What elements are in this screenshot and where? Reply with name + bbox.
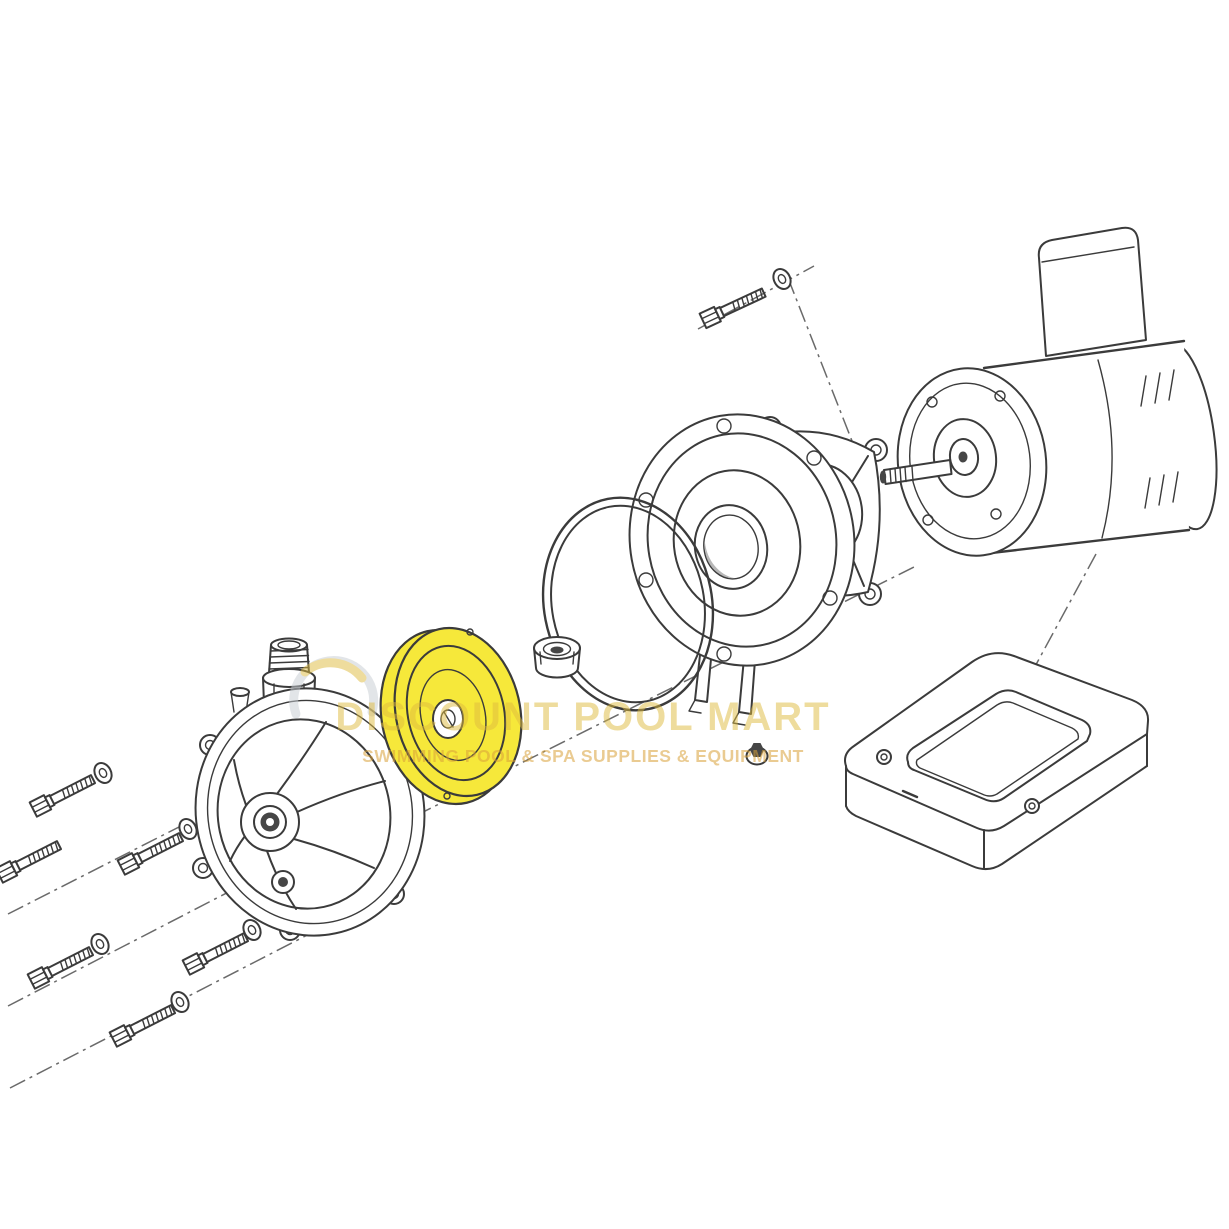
motor-face-bolts [922,390,1006,526]
flange-bolt-holes [638,418,838,662]
housing-ribs [229,721,386,910]
bracket-fasteners [698,264,795,766]
electric-motor [879,226,1218,557]
hex-bolt [26,942,96,990]
hex-bolt [181,928,251,976]
center-line [1031,553,1097,673]
flat-washer [167,987,193,1017]
center-line [7,799,233,915]
flat-washer [769,264,795,294]
hex-bolt [108,1000,178,1048]
highlighted-part-disc [379,626,523,806]
watermark: DISCOUNT POOL MART SWIMMING POOL & SPA S… [289,656,830,766]
shaft-seal [533,636,581,679]
housing-drain-plug [271,870,295,894]
hex-nut [745,743,769,766]
motor-base [844,652,1150,870]
motor-vent-slots [1140,369,1179,509]
center-line [787,277,855,447]
hex-bolt [0,836,64,884]
motor-shaft [879,459,953,485]
mounting-flange-plate [628,413,856,667]
hex-bolt [28,770,98,818]
motor-top-cap [1037,226,1147,357]
housing-suction-hub [240,792,300,852]
hex-bolt [698,284,769,330]
watermark-logo [289,656,379,719]
watermark-subtitle: SWIMMING POOL & SPA SUPPLIES & EQUIPMENT [362,746,804,766]
o-ring-gasket [541,496,715,712]
pump-housing [192,637,426,941]
watermark-title: DISCOUNT POOL MART [335,695,830,739]
